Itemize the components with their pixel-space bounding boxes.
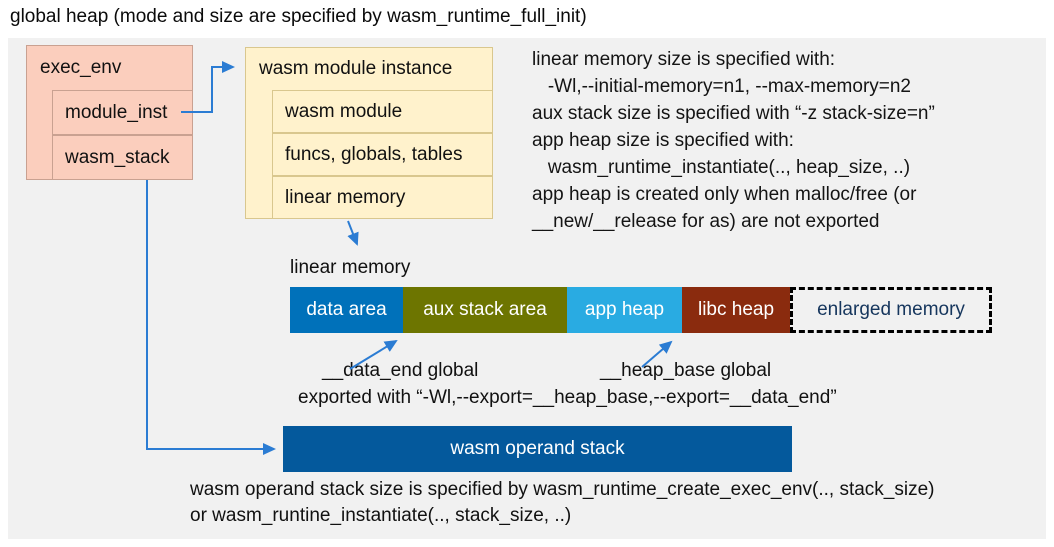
linear-memory-bar: data area aux stack area app heap libc h… bbox=[290, 287, 790, 333]
memory-size-notes: linear memory size is specified with: -W… bbox=[532, 46, 935, 235]
note-line: app heap size is specified with: bbox=[532, 130, 794, 151]
exec-env-row-wasm-stack: wasm_stack bbox=[52, 135, 193, 180]
linear-memory-label: linear memory bbox=[290, 257, 411, 278]
module-instance-row-wasm-module: wasm module bbox=[272, 90, 493, 133]
segment-data-area: data area bbox=[290, 287, 403, 333]
module-instance-row-linear-memory: linear memory bbox=[272, 176, 493, 219]
wasm-operand-stack-bar: wasm operand stack bbox=[283, 426, 792, 472]
operand-stack-note-line1: wasm operand stack size is specified by … bbox=[190, 479, 935, 500]
segment-libc-heap: libc heap bbox=[682, 287, 790, 333]
exec-env-row-module-inst: module_inst bbox=[52, 90, 193, 135]
heap-base-global-label: __heap_base global bbox=[600, 360, 772, 381]
note-line: aux stack size is specified with “-z sta… bbox=[532, 103, 935, 124]
note-line: wasm_runtime_instantiate(.., heap_size, … bbox=[532, 157, 911, 178]
note-line: app heap is created only when malloc/fre… bbox=[532, 184, 917, 205]
exec-env-title: exec_env bbox=[40, 57, 122, 78]
segment-app-heap: app heap bbox=[567, 287, 682, 333]
segment-enlarged-memory: enlarged memory bbox=[790, 287, 992, 333]
operand-stack-note-line2: or wasm_runtine_instantiate(.., stack_si… bbox=[190, 505, 572, 526]
diagram-title: global heap (mode and size are specified… bbox=[10, 6, 587, 27]
module-instance-row-funcs-globals-tables: funcs, globals, tables bbox=[272, 133, 493, 176]
note-line: linear memory size is specified with: bbox=[532, 49, 836, 70]
data-end-global-label: __data_end global bbox=[322, 360, 479, 381]
note-line: __new/__release for as) are not exported bbox=[532, 211, 880, 232]
note-line: -Wl,--initial-memory=n1, --max-memory=n2 bbox=[532, 76, 911, 97]
export-flags-label: exported with “-Wl,--export=__heap_base,… bbox=[298, 387, 837, 408]
segment-aux-stack-area: aux stack area bbox=[403, 287, 567, 333]
module-instance-title: wasm module instance bbox=[259, 58, 453, 79]
